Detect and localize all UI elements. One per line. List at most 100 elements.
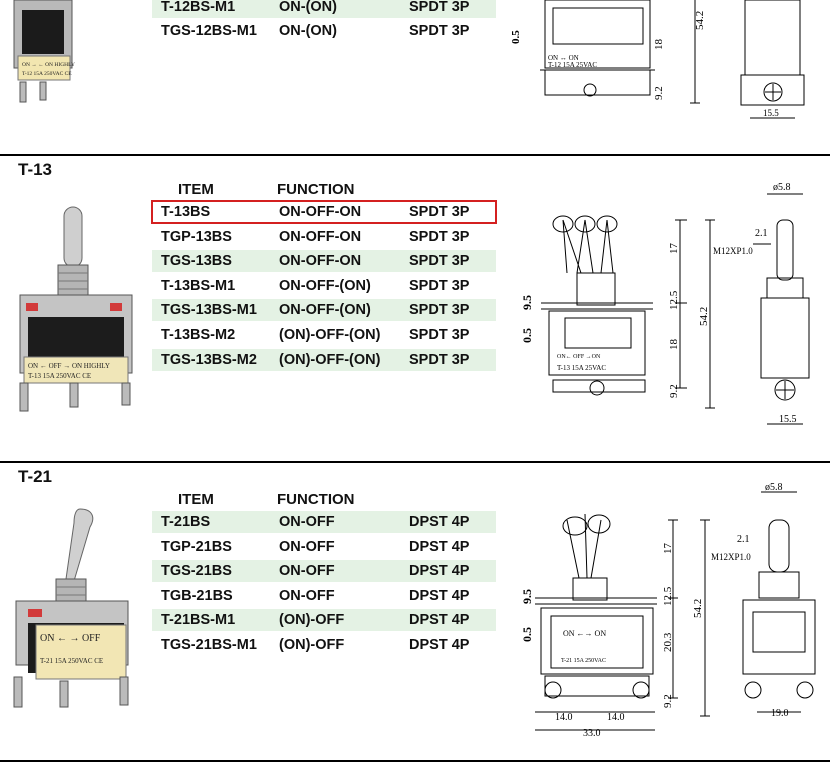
type-cell: SPDT 3P: [409, 352, 469, 368]
item-cell: TGS-21BS: [161, 563, 232, 580]
drawing-plate-text: T-21 15A 250VAC: [561, 658, 606, 664]
table-row: T-12BS-M1 ON-(ON) SPDT 3P: [152, 0, 496, 18]
poles-text: 4P: [451, 538, 470, 555]
table-row: T-13BS-M2 (ON)-OFF-(ON) SPDT 3P: [152, 324, 496, 346]
poles-text: 3P: [451, 253, 470, 270]
item-cell: T-21BS: [161, 514, 211, 530]
dim-label: M12XP1.0: [711, 552, 751, 562]
function-cell: ON-OFF-ON: [279, 204, 362, 220]
type-text: DPST: [409, 587, 448, 604]
dim-label: 17: [662, 543, 674, 555]
type-text: DPST: [409, 563, 448, 580]
dim-label: 0.5: [510, 30, 522, 44]
poles-text: 3P: [451, 204, 470, 220]
table-row: TGS-13BS-M2 (ON)-OFF-(ON) SPDT 3P: [152, 348, 496, 371]
function-cell: ON-OFF-(ON): [279, 277, 371, 294]
item-cell: TGB-21BS: [161, 587, 233, 604]
table-row: TGP-21BS ON-OFF DPST 4P: [152, 536, 496, 558]
dim-label: 17: [668, 243, 680, 255]
photo-plate-text: T-12 15A 250VAC CE: [22, 71, 72, 77]
type-text: SPDT: [409, 302, 448, 319]
function-cell: ON-OFF: [279, 587, 335, 604]
type-cell: SPDT 3P: [409, 302, 469, 318]
type-cell: SPDT 3P: [409, 23, 470, 39]
function-cell: ON-OFF: [279, 538, 335, 555]
dim-label: 19.0: [771, 708, 789, 719]
poles-text: 3P: [451, 228, 470, 245]
function-cell: (ON)-OFF-(ON): [279, 327, 381, 343]
table-row: TGS-21BS-M1 (ON)-OFF DPST 4P: [152, 634, 496, 656]
photo-plate-text: ON → ← ON HIGHLY: [22, 62, 75, 68]
dim-label: 0.5: [520, 627, 534, 642]
dim-label: 0.5: [520, 328, 534, 343]
type-text: SPDT: [409, 253, 448, 270]
section-divider: [0, 461, 830, 463]
product-photo-t12: ON → ← ON HIGHLY T-12 15A 250VAC CE: [13, 0, 75, 103]
table-row: T-13BS-M1 ON-OFF-(ON) SPDT 3P: [152, 275, 496, 297]
type-cell: DPST 4P: [409, 612, 469, 628]
dim-label: 18: [668, 339, 680, 351]
poles-text: 3P: [451, 327, 470, 343]
type-text: SPDT: [409, 228, 448, 245]
column-header-item: ITEM: [178, 181, 214, 198]
function-cell: ON-OFF-ON: [279, 228, 362, 245]
section-divider: [0, 760, 830, 762]
item-cell: T-13BS-M2: [161, 327, 236, 343]
dim-label: 14.0: [555, 712, 573, 723]
dim-label: 9.2: [653, 86, 665, 100]
product-photo-t13: ON ← OFF → ON HIGHLY T-13 15A 250VAC CE: [19, 206, 133, 412]
drawing-plate-text: ON ←→ ON: [563, 629, 606, 638]
function-cell: ON-OFF: [279, 563, 335, 580]
poles-text: 3P: [451, 351, 470, 368]
type-cell: DPST 4P: [409, 539, 469, 555]
drawing-plate-text: T-13 15A 25VAC: [557, 364, 606, 372]
table-row: TGB-21BS ON-OFF DPST 4P: [152, 585, 496, 607]
item-cell: T-13BS: [161, 204, 211, 220]
dim-label: 12.5: [668, 290, 680, 310]
item-cell: T-13BS-M1: [161, 277, 236, 294]
item-cell: T-12BS-M1: [161, 0, 236, 15]
type-cell: SPDT 3P: [409, 278, 469, 294]
technical-drawing-t21: ON ←→ ON T-21 15A 250VAC 9.5 0.5 17 12.5…: [520, 482, 816, 739]
item-cell: TGS-21BS-M1: [161, 637, 257, 653]
table-row: TGP-13BS ON-OFF-ON SPDT 3P: [152, 226, 496, 248]
item-cell: TGP-21BS: [161, 538, 232, 555]
dim-label: 14.0: [607, 712, 625, 723]
technical-drawing-t13: ON← OFF →ON T-13 15A 25VAC 9.5 0.5 17 12…: [520, 182, 810, 425]
poles-text: 3P: [451, 302, 470, 319]
dim-label: ø5.8: [765, 482, 783, 493]
dim-label: 20.3: [662, 632, 674, 652]
drawing-plate-text: ON← OFF →ON: [557, 354, 601, 360]
dim-label: 33.0: [583, 728, 601, 739]
type-cell: DPST 4P: [409, 637, 469, 653]
table-row: T-21BS-M1 (ON)-OFF DPST 4P: [152, 609, 496, 632]
type-cell: SPDT 3P: [409, 229, 469, 245]
section-divider: [0, 154, 830, 156]
type-text: SPDT: [409, 351, 448, 368]
type-text: DPST: [409, 538, 448, 555]
dim-label: 18: [653, 39, 665, 51]
type-cell: SPDT 3P: [409, 0, 470, 15]
column-header-function: FUNCTION: [277, 491, 355, 508]
poles-text: 4P: [451, 587, 470, 604]
type-cell: SPDT 3P: [409, 253, 469, 269]
function-cell: ON-(ON): [279, 23, 337, 39]
poles-text: 4P: [451, 514, 470, 530]
item-cell: TGP-13BS: [161, 228, 232, 245]
function-cell: (ON)-OFF: [279, 637, 345, 653]
photo-plate-text: ON ← → OFF: [40, 633, 101, 644]
dim-label: 54.2: [694, 11, 706, 30]
item-cell: T-21BS-M1: [161, 612, 236, 629]
function-cell: (ON)-OFF-(ON): [279, 351, 381, 368]
type-text: SPDT: [409, 204, 448, 220]
item-cell: TGS-13BS-M2: [161, 351, 257, 368]
item-cell: TGS-13BS-M1: [161, 302, 257, 319]
type-text: SPDT: [409, 327, 448, 343]
type-cell: DPST 4P: [409, 514, 469, 530]
technical-drawing-t12: ON ↔ ON T-12 15A 25VAC 0.5 18 9.2 54.2 1…: [510, 0, 805, 119]
function-cell: (ON)-OFF: [279, 612, 345, 629]
